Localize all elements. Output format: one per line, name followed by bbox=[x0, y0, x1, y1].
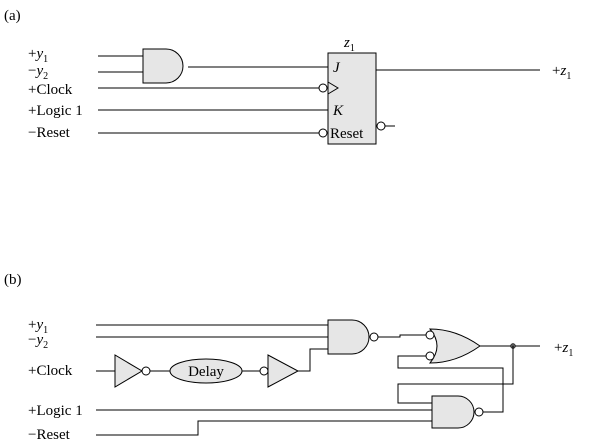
flipflop-name: z1 bbox=[343, 35, 355, 54]
input-reset-label-b: −Reset bbox=[28, 427, 71, 443]
input-logic1-label: +Logic 1 bbox=[28, 103, 83, 119]
or-input-bubble-1 bbox=[425, 330, 435, 340]
nand-top-bubble bbox=[369, 332, 379, 342]
delay-label: Delay bbox=[188, 364, 224, 380]
part-a-label: (a) bbox=[4, 8, 21, 24]
flipflop-k-label: K bbox=[332, 103, 344, 119]
input-reset-label: −Reset bbox=[28, 125, 71, 141]
flipflop-reset-label: Reset bbox=[330, 126, 364, 142]
input-y2-label: −y2 bbox=[28, 63, 48, 82]
reset-bubble-a bbox=[318, 128, 328, 138]
output-z1-label-b: +z1 bbox=[554, 340, 573, 359]
inverter-1 bbox=[114, 354, 143, 388]
input-y1-label-b: +y1 bbox=[28, 317, 48, 336]
wire-clock-to-nand bbox=[298, 348, 328, 372]
nand-bottom-bubble bbox=[474, 407, 484, 417]
wire-feedback-to-nand bbox=[397, 346, 514, 404]
clock-bubble-a bbox=[318, 83, 328, 93]
or-gate bbox=[428, 328, 481, 364]
nand-gate-bottom bbox=[431, 395, 475, 429]
part-b-label: (b) bbox=[4, 272, 22, 288]
clock-triangle bbox=[327, 81, 339, 95]
output-z1-label-a: +z1 bbox=[552, 63, 571, 82]
jk-flipflop bbox=[327, 52, 377, 145]
input-y1-label: +y1 bbox=[28, 46, 48, 65]
wire-reset-b bbox=[96, 420, 432, 436]
wire-nand-to-or bbox=[378, 334, 430, 338]
diagram-b: (b) +y1 −y2 +Clock +Logic 1 −Reset Delay bbox=[4, 272, 573, 443]
diagram-a: (a) +y1 −y2 +Clock +Logic 1 −Reset z1 J … bbox=[4, 8, 571, 145]
buffer-2 bbox=[267, 354, 300, 388]
wire-bottom-nand-feedback bbox=[397, 355, 504, 413]
inverter-1-bubble bbox=[141, 366, 151, 376]
qbar-bubble bbox=[376, 121, 386, 131]
input-clock-label: +Clock bbox=[28, 82, 73, 98]
nand-gate-top bbox=[327, 319, 370, 355]
input-logic1-label-b: +Logic 1 bbox=[28, 403, 83, 419]
and-gate-a bbox=[142, 48, 184, 84]
or-input-bubble-2 bbox=[425, 351, 435, 361]
input-clock-label-b: +Clock bbox=[28, 363, 73, 379]
input-y2-label-b: −y2 bbox=[28, 332, 48, 351]
buffer-input-bubble bbox=[259, 366, 269, 376]
flipflop-j-label: J bbox=[333, 60, 341, 76]
